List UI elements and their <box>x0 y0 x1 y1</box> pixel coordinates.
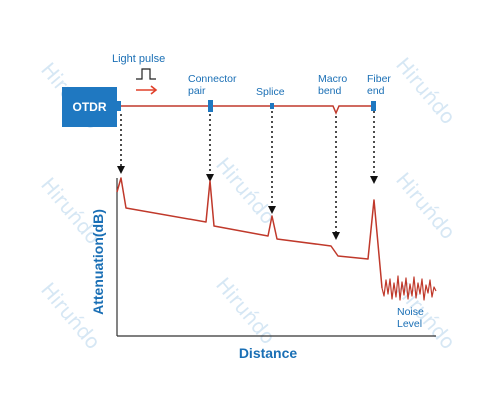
otdr-label: OTDR <box>73 100 107 114</box>
watermark-text: Hiruńdo <box>391 168 460 244</box>
direction-arrow-icon <box>136 85 158 95</box>
macro-bend-label-line2: bend <box>318 85 342 97</box>
watermark-text: Hiruńdo <box>211 273 280 349</box>
noise-label-line2: Level <box>397 318 422 330</box>
watermark-text: Hiruńdo <box>211 153 280 229</box>
splice-label: Splice <box>256 86 285 98</box>
connector-marker <box>208 100 213 112</box>
splice-marker <box>270 103 274 109</box>
pulse-icon <box>136 68 156 80</box>
x-axis-label: Distance <box>239 345 298 361</box>
otdr-port <box>116 101 121 111</box>
connector-label-line2: pair <box>188 85 206 97</box>
axes <box>116 178 436 337</box>
attenuation-trace <box>116 177 383 289</box>
connector-label-line1: Connector <box>188 73 237 85</box>
watermark-text: Hiruńdo <box>391 53 460 129</box>
otdr-box <box>62 87 117 127</box>
fiber-end-label-line1: Fiber <box>367 73 391 85</box>
light-pulse-label: Light pulse <box>112 53 165 65</box>
dotted-arrows <box>117 111 378 240</box>
noise-label-line1: Noise <box>397 306 424 318</box>
fiber-line <box>121 105 372 115</box>
fiber-end-label-line2: end <box>367 85 385 97</box>
macro-bend-label-line1: Macro <box>318 73 347 85</box>
noise-trace <box>381 275 437 301</box>
fiber-end-marker <box>371 101 376 111</box>
y-axis-label: Attenuation(dB) <box>90 209 106 315</box>
